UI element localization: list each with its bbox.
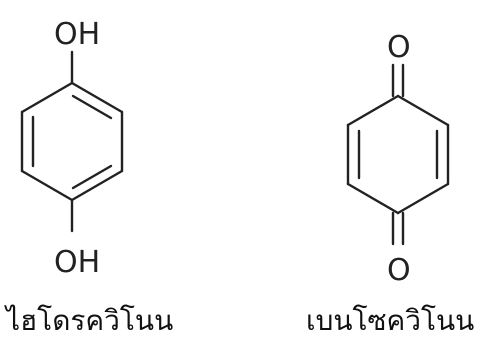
benzoquinone-top-o-label: O [387,30,411,65]
benzoquinone-ring [346,63,450,246]
hydroquinone-caption: ไฮโดรควิโนน [4,304,173,337]
hydroquinone-ring-bond [20,169,74,202]
benzoquinone-structure: O O เบนโซควิโนน [306,30,474,337]
hydroquinone-bottom-oh-label: OH [54,245,100,280]
hydroquinone-top-oh-label: OH [54,17,100,52]
hydroquinone-ring [20,50,124,233]
benzoquinone-ring-bond [396,182,450,215]
hydroquinone-double-bond-inner [71,94,113,120]
benzoquinone-ring-bond [346,94,400,127]
hydroquinone-double-bond-inner [71,164,113,190]
benzoquinone-ring-bond [346,182,400,215]
hydroquinone-structure: OH OH ไฮโดรควิโนน [4,17,173,337]
hydroquinone-ring-bond [70,81,124,114]
benzoquinone-bottom-o-label: O [387,253,411,288]
hydroquinone-ring-bond [20,81,74,114]
benzoquinone-caption: เบนโซควิโนน [306,304,474,337]
hydroquinone-ring-bond [70,169,124,202]
benzoquinone-ring-bond [396,94,450,127]
